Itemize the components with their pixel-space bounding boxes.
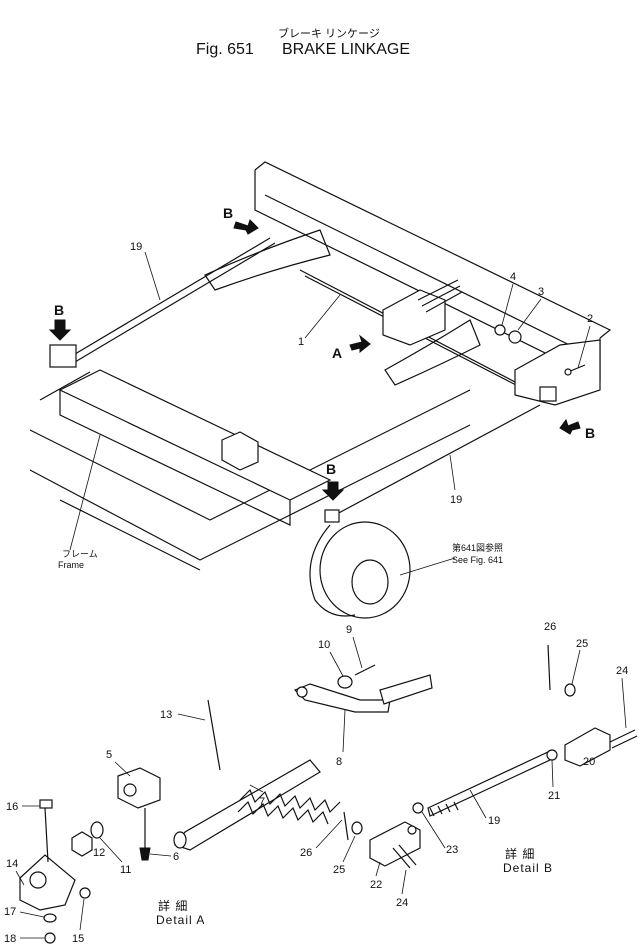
detail-a-label: Detail A	[156, 913, 205, 927]
callout-11: 11	[120, 864, 131, 876]
callout-10: 10	[318, 639, 330, 651]
detail-a: 9 10 13 5 8 7 16 12 11 6 14 17 18 15 詳 細…	[4, 624, 433, 945]
callout-9: 9	[346, 624, 352, 636]
view-letter-b-bottom: B	[326, 461, 336, 477]
callout-14: 14	[6, 858, 18, 870]
callout-7: 7	[259, 796, 265, 808]
callout-18: 18	[4, 933, 16, 945]
detail-b-label-jp: 詳 細	[505, 846, 535, 861]
callout-25-lower: 25	[333, 864, 345, 876]
callout-5: 5	[106, 749, 112, 761]
frame-assembly	[29, 161, 612, 571]
view-arrow-b-bottom	[321, 481, 345, 501]
callout-26-lower: 26	[300, 847, 312, 859]
view-letter-b-left: B	[54, 302, 64, 318]
callout-20: 20	[583, 756, 595, 768]
view-arrow-b-left	[48, 319, 72, 341]
main-callouts: 19 1 4 3 2 19 フレーム Frame 第641図参照 See Fig…	[58, 241, 593, 576]
callout-17: 17	[4, 906, 16, 918]
view-letter-b-top: B	[223, 205, 233, 221]
figure-title: BRAKE LINKAGE	[282, 41, 410, 58]
detail-b-label: Detail B	[503, 861, 553, 875]
callout-6: 6	[173, 851, 179, 863]
view-arrow-b-right	[559, 418, 581, 435]
callout-19-upper: 19	[130, 241, 142, 253]
callout-21: 21	[548, 790, 560, 802]
callout-23: 23	[446, 844, 458, 856]
japanese-title: ブレーキ リンケージ	[278, 26, 380, 40]
view-arrow-a	[349, 334, 371, 354]
view-arrows: B B A B B	[48, 205, 595, 501]
callout-19-detail: 19	[488, 815, 500, 827]
callout-2: 2	[587, 313, 593, 325]
callout-4: 4	[510, 271, 516, 283]
callout-24-lower: 24	[396, 897, 408, 909]
frame-label-jp: フレーム	[62, 549, 98, 559]
callout-25-right: 25	[576, 638, 588, 650]
see-fig-label-jp: 第641図参照	[452, 542, 503, 553]
callout-8: 8	[336, 756, 342, 768]
callout-22: 22	[370, 879, 382, 891]
callout-12: 12	[93, 847, 105, 859]
callout-16: 16	[6, 801, 18, 813]
frame-label: Frame	[58, 560, 84, 570]
callout-3: 3	[538, 286, 544, 298]
callout-13: 13	[160, 709, 172, 721]
view-arrow-b-top	[233, 219, 259, 235]
callout-19-lower: 19	[450, 494, 462, 506]
callout-24-right: 24	[616, 665, 628, 677]
see-fig-label: See Fig. 641	[452, 555, 503, 565]
callout-26-right: 26	[544, 621, 556, 633]
view-letter-b-right: B	[585, 425, 595, 441]
detail-b: 26 25 24 21 20 19 23 26 25 22 24 詳 細 Det…	[300, 621, 638, 909]
view-letter-a: A	[332, 345, 342, 361]
brake-chamber	[309, 509, 411, 619]
callout-1: 1	[298, 336, 304, 348]
callout-15: 15	[72, 933, 84, 945]
detail-a-label-jp: 詳 細	[158, 898, 188, 913]
figure-number: Fig. 651	[196, 41, 254, 58]
